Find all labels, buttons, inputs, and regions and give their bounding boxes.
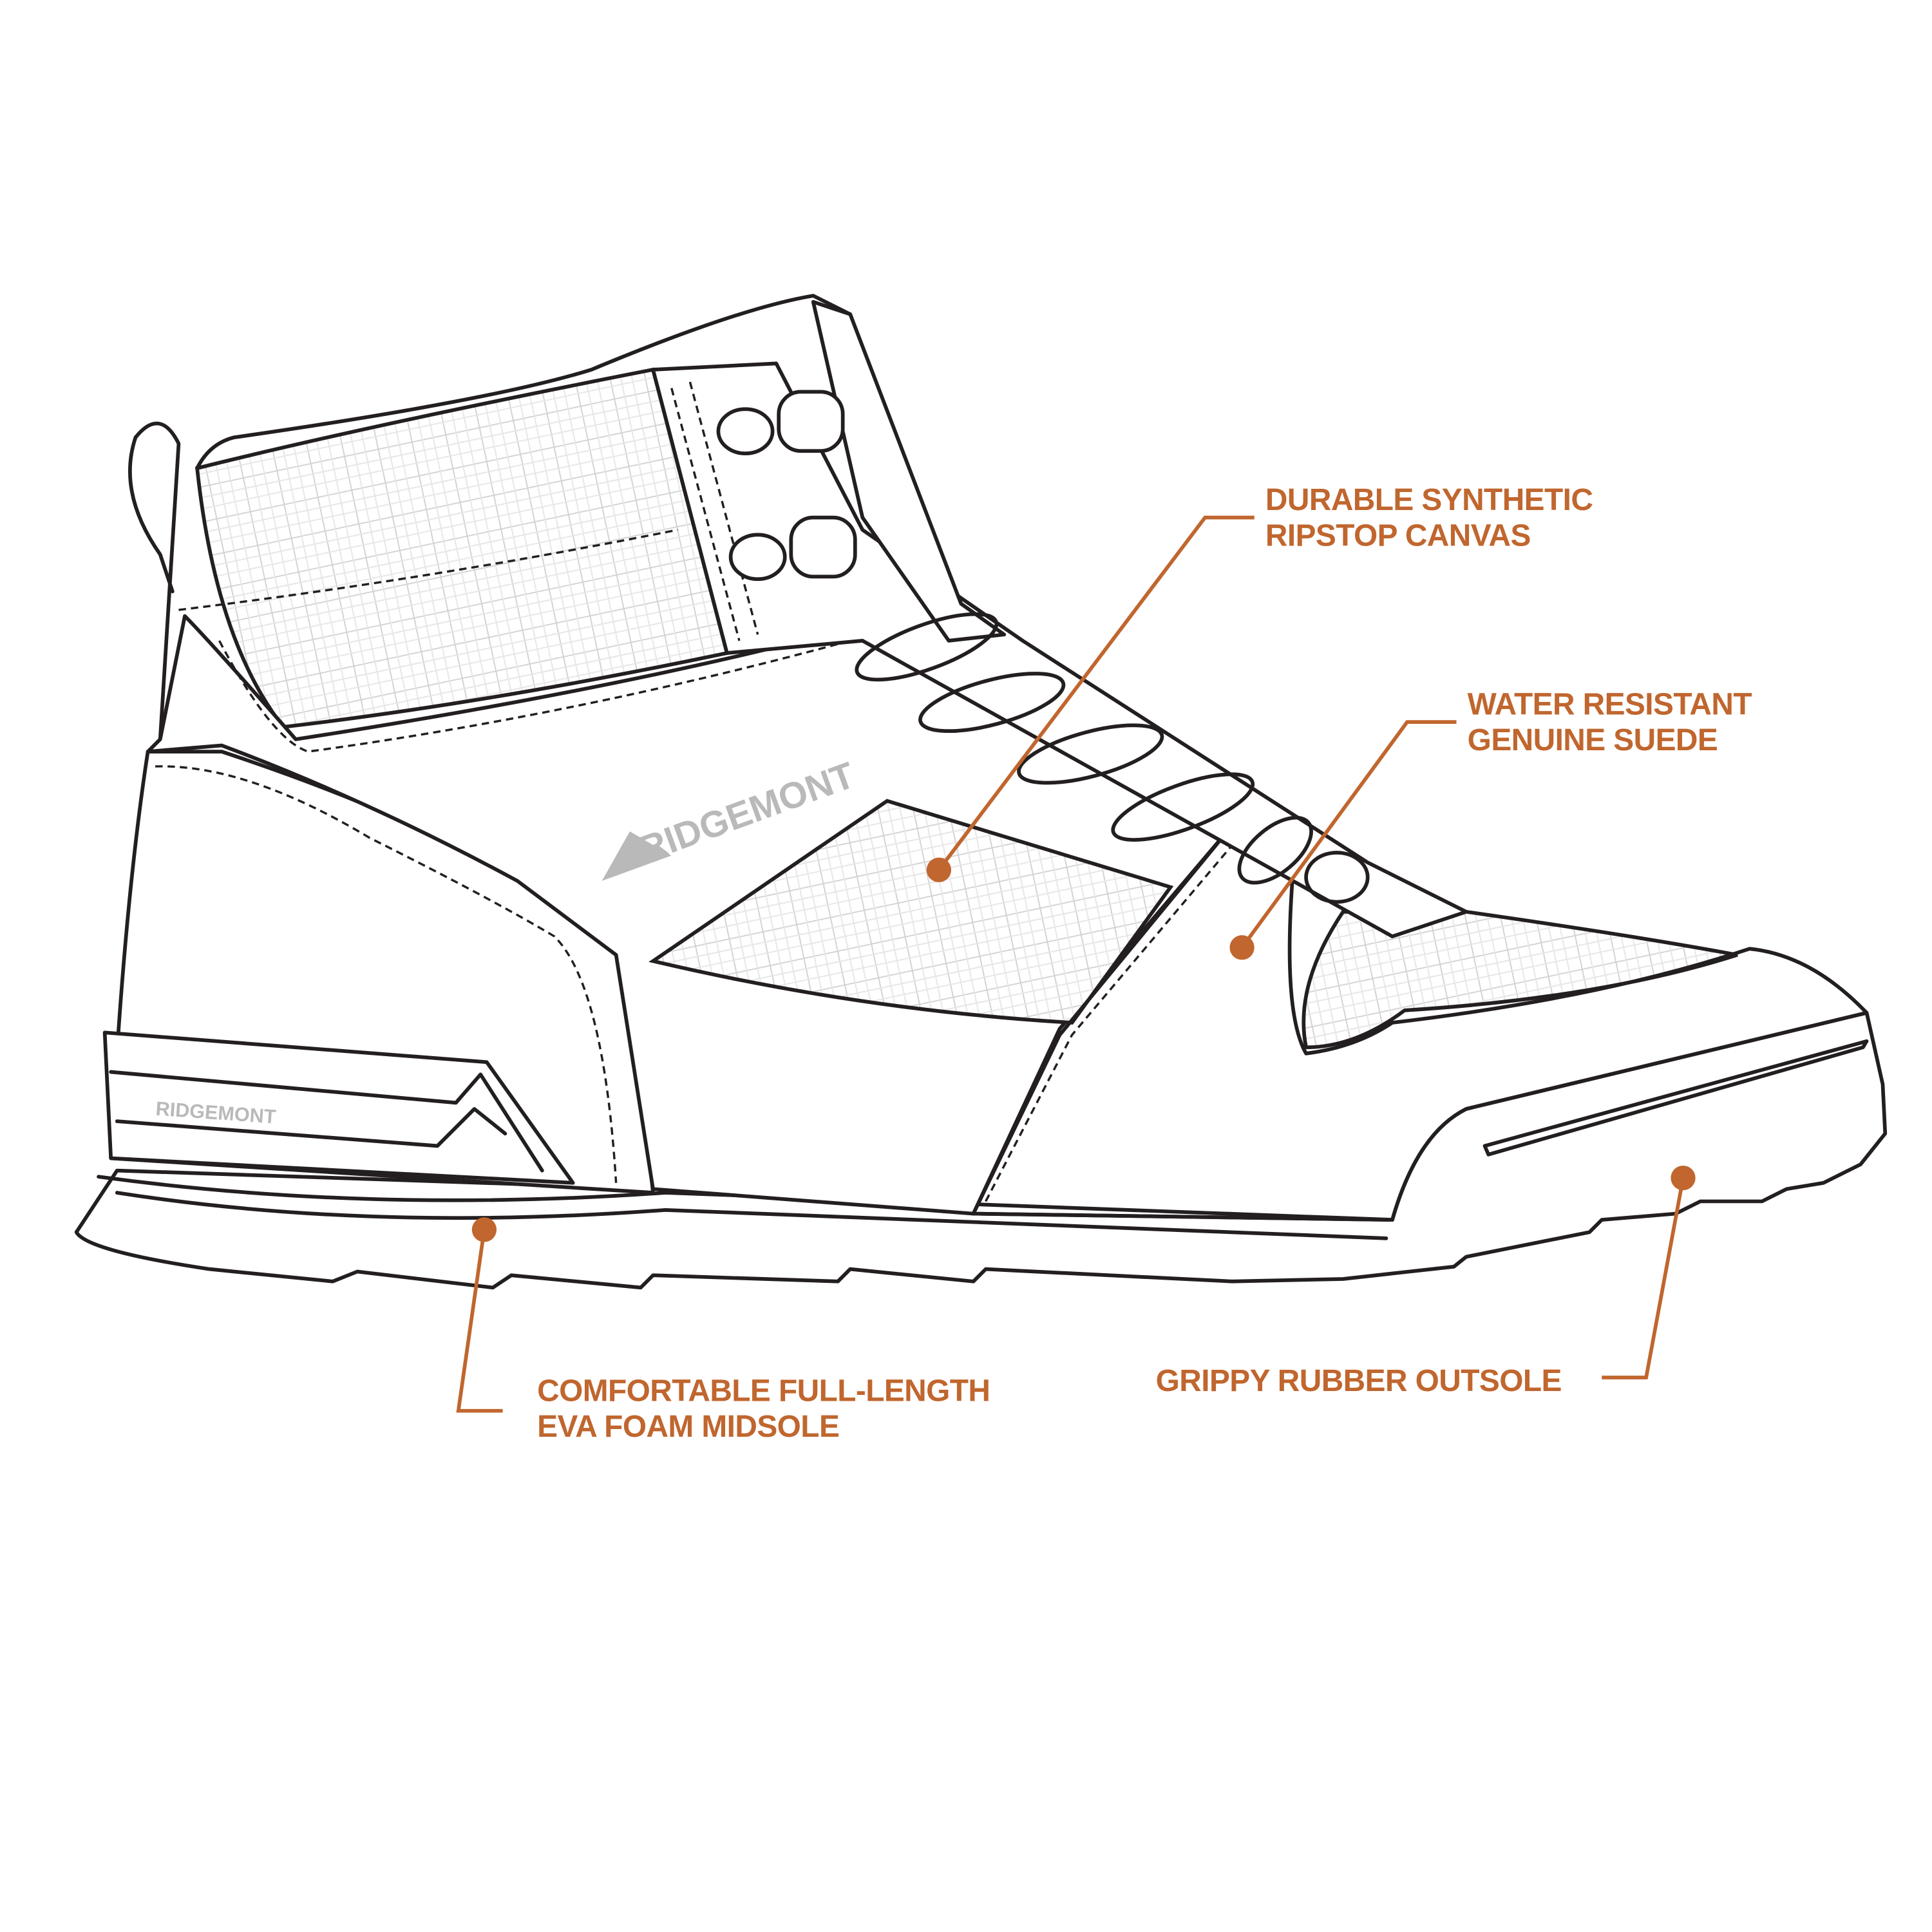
- outsole-groove: [1482, 1039, 1869, 1157]
- callout-suede-line2: GENUINE SUEDE: [1468, 723, 1718, 757]
- callout-outsole-line1: GRIPPY RUBBER OUTSOLE: [1156, 1364, 1562, 1398]
- callout-outsole: GRIPPY RUBBER OUTSOLE: [1156, 1165, 1696, 1398]
- callout-midsole-line2: EVA FOAM MIDSOLE: [537, 1410, 839, 1444]
- tongue: [811, 299, 1007, 643]
- callout-midsole: COMFORTABLE FULL-LENGTH EVA FOAM MIDSOLE: [456, 1217, 990, 1444]
- callout-upper-line2: RIPSTOP CANVAS: [1265, 519, 1531, 553]
- heel-pull-loop: [128, 421, 181, 741]
- midsole: [97, 1175, 1394, 1240]
- callout-suede: WATER RESISTANT GENUINE SUEDE: [1229, 688, 1752, 960]
- speed-hooks: [716, 390, 857, 582]
- callout-midsole-line1: COMFORTABLE FULL-LENGTH: [537, 1374, 990, 1408]
- laces: [855, 612, 1370, 904]
- callout-upper-line1: DURABLE SYNTHETIC: [1265, 483, 1593, 517]
- quarter-suede: [146, 614, 1235, 1216]
- collar-outline: [195, 294, 951, 594]
- toe-ripstop-panel: [1302, 909, 1738, 1050]
- toe-cap: [971, 824, 1869, 1222]
- boot-illustration: RIDGEMONT: [74, 294, 1888, 1290]
- callout-suede-line1: WATER RESISTANT: [1468, 688, 1752, 722]
- collar-ripstop-panel: [195, 367, 730, 729]
- callout-upper: DURABLE SYNTHETIC RIPSTOP CANVAS: [926, 483, 1593, 882]
- vamp-ripstop-panel: [649, 799, 1174, 1025]
- heel-plate: [102, 1030, 575, 1185]
